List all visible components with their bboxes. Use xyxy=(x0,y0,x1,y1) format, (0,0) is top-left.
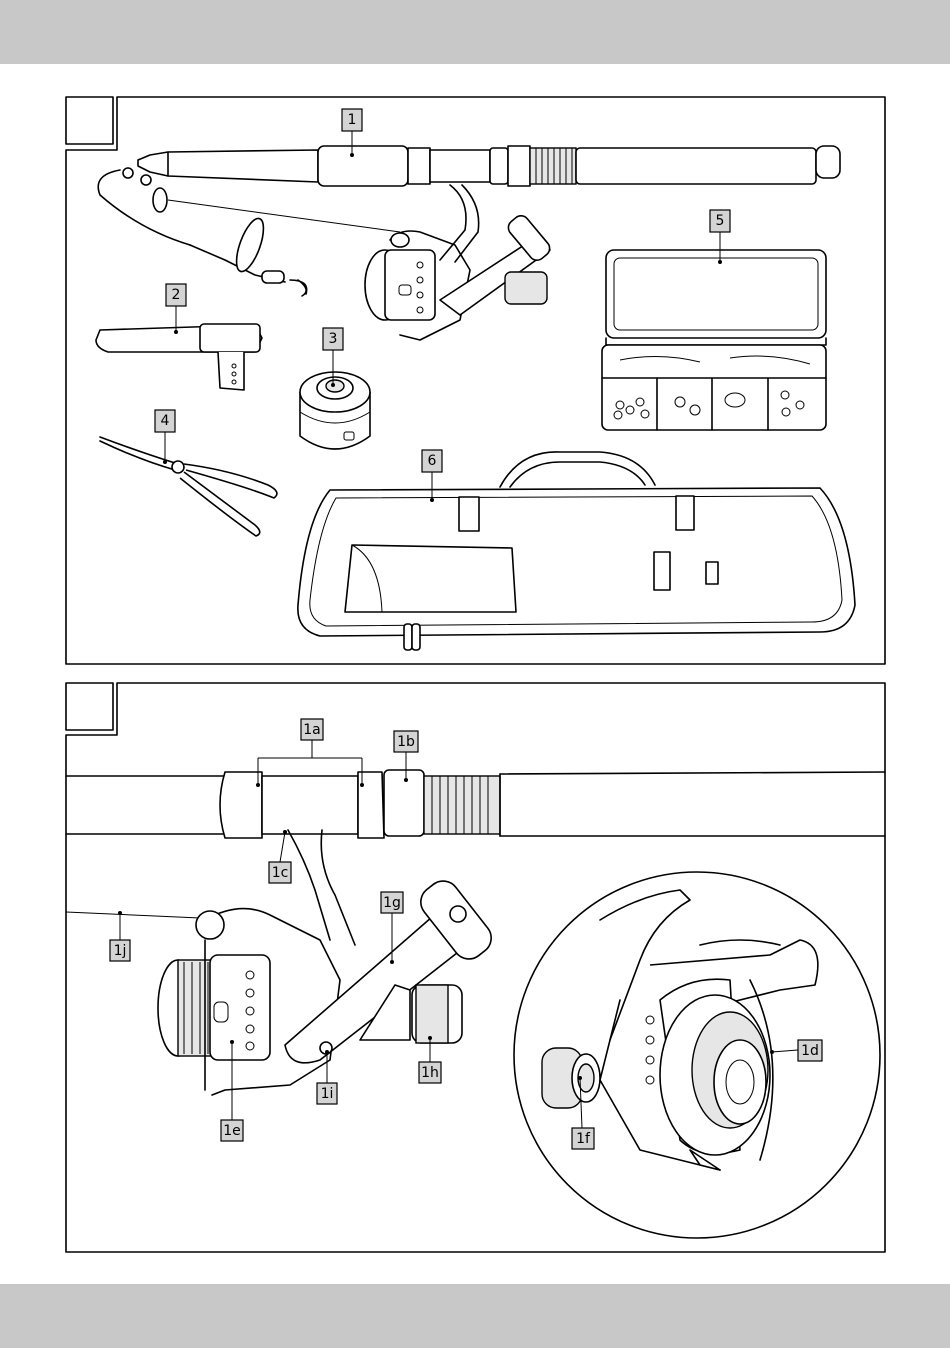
svg-text:1b: 1b xyxy=(397,734,415,750)
svg-text:1d: 1d xyxy=(801,1043,819,1059)
figure-bottom-panel: 1a 1b 1c 1j 1g 1h 1i 1e 1d 1f xyxy=(66,683,885,1252)
spinner-lure xyxy=(190,215,307,296)
label-pliers: 4 xyxy=(155,410,175,432)
figure-top-panel: 1 2 3 4 5 6 xyxy=(66,97,885,664)
svg-text:1: 1 xyxy=(348,112,357,128)
svg-text:4: 4 xyxy=(161,413,170,429)
svg-text:1a: 1a xyxy=(303,722,321,738)
reel-top-illustration xyxy=(365,185,553,340)
spare-spool-illustration xyxy=(96,324,262,390)
svg-text:1g: 1g xyxy=(383,895,401,911)
reel-spool-illustration xyxy=(300,372,370,449)
pliers-illustration xyxy=(100,437,277,536)
svg-text:1e: 1e xyxy=(223,1123,241,1139)
figure-number-box-bottom xyxy=(66,683,113,730)
tackle-box-illustration xyxy=(602,250,826,430)
svg-text:1j: 1j xyxy=(114,943,127,959)
label-reel-seat: 1b xyxy=(394,731,418,752)
label-handle-knob: 1h xyxy=(419,1062,441,1083)
label-drag-knob: 1d xyxy=(798,1040,822,1061)
label-crank-handle: 1g xyxy=(381,892,403,913)
label-rod-rings: 1a xyxy=(301,719,323,740)
label-rod: 1 xyxy=(342,109,362,131)
label-carry-bag: 6 xyxy=(422,450,442,472)
svg-text:1i: 1i xyxy=(321,1086,334,1102)
label-reel-foot: 1c xyxy=(269,862,291,883)
label-tackle-box: 5 xyxy=(710,210,730,232)
label-spare-spool: 2 xyxy=(166,284,186,306)
svg-text:5: 5 xyxy=(716,213,725,229)
label-line: 1j xyxy=(110,940,130,961)
svg-text:2: 2 xyxy=(172,287,181,303)
label-bail-release: 1i xyxy=(317,1083,337,1104)
svg-text:3: 3 xyxy=(329,331,338,347)
svg-text:1c: 1c xyxy=(272,865,289,881)
svg-text:1f: 1f xyxy=(576,1131,591,1147)
label-antireverse-switch: 1f xyxy=(572,1128,594,1149)
label-spool: 1e xyxy=(221,1120,243,1141)
reel-detail-circle xyxy=(514,872,880,1238)
svg-text:1h: 1h xyxy=(421,1065,439,1081)
label-reel-spool: 3 xyxy=(323,328,343,350)
svg-text:6: 6 xyxy=(428,453,437,469)
figure-number-box-top xyxy=(66,97,113,144)
rod-closeup xyxy=(66,770,885,838)
carry-bag-illustration xyxy=(298,452,855,650)
